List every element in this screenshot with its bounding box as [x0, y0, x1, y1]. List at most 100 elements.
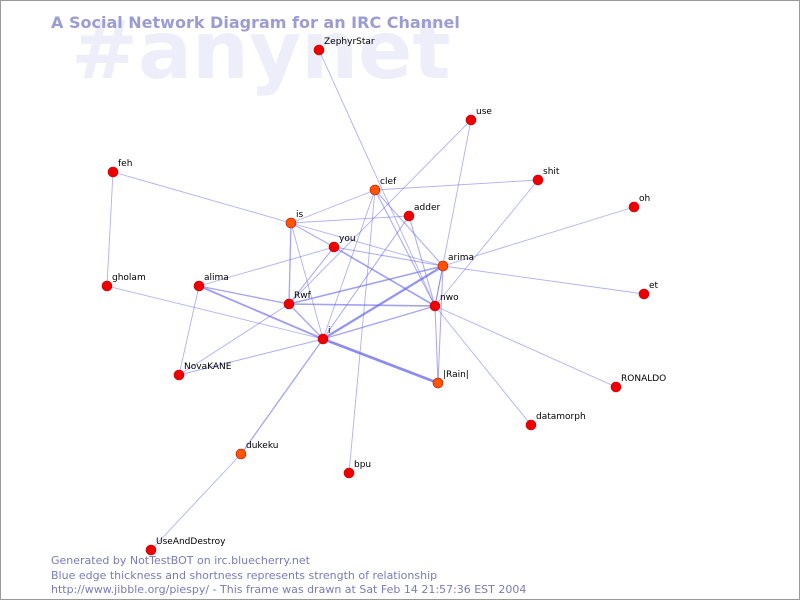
node-arima[interactable]: arima: [437, 253, 474, 272]
node-dukeku[interactable]: dukeku: [235, 441, 278, 460]
footer-frame-info: http://www.jibble.org/piespy/ - This fra…: [51, 583, 527, 596]
node-nwo[interactable]: nwo: [429, 293, 459, 312]
node-oh[interactable]: oh: [628, 194, 650, 213]
edge-use-nwo: [434, 119, 472, 307]
diagram-title: A Social Network Diagram for an IRC Chan…: [51, 13, 460, 32]
edge-clef-shit: [374, 179, 539, 191]
node-novakane[interactable]: NovaKANE: [173, 362, 232, 381]
node-dot-you[interactable]: [328, 241, 340, 253]
edge-shit-nwo: [434, 179, 539, 307]
edge-nwo-datamorph: [434, 305, 532, 426]
node-bpu[interactable]: bpu: [343, 460, 371, 479]
node-dot-is[interactable]: [285, 217, 297, 229]
node-alima[interactable]: alima: [193, 273, 229, 292]
node-label-zephyrstar: ZephyrStar: [324, 37, 375, 47]
node-label-dukeku: dukeku: [246, 441, 278, 451]
edge-clef-bpu: [348, 189, 376, 474]
edge-rwf-nwo: [288, 303, 436, 307]
edge-i-rain: [321, 337, 440, 385]
edge-i-arima: [321, 264, 445, 341]
node-dot-novakane[interactable]: [173, 369, 185, 381]
node-dot-et[interactable]: [638, 288, 650, 300]
node-i[interactable]: i: [317, 326, 331, 345]
edge-is-you: [290, 222, 335, 248]
edge-layer: [106, 49, 645, 551]
edge-clef-i: [322, 189, 376, 340]
node-rain[interactable]: |Rain|: [432, 370, 469, 389]
node-dot-oh[interactable]: [628, 201, 640, 213]
node-you[interactable]: you: [328, 234, 356, 253]
edge-zephyrstar-nwo: [318, 49, 436, 307]
node-label-datamorph: datamorph: [536, 412, 586, 422]
footer-generated-by: Generated by NotTestBOT on irc.bluecherr…: [51, 554, 310, 567]
edge-clef-arima: [374, 189, 444, 267]
node-dot-alima[interactable]: [193, 280, 205, 292]
node-et[interactable]: et: [638, 281, 659, 300]
node-label-rain: |Rain|: [443, 370, 469, 380]
node-dot-arima[interactable]: [437, 260, 449, 272]
node-dot-shit[interactable]: [532, 174, 544, 186]
node-label-you: you: [339, 234, 356, 244]
edge-is-clef: [290, 189, 376, 224]
node-gholam[interactable]: gholam: [101, 273, 146, 292]
node-dot-rain[interactable]: [432, 377, 444, 389]
node-label-shit: shit: [543, 167, 560, 177]
node-label-use: use: [476, 107, 492, 117]
node-dot-rwf[interactable]: [283, 298, 295, 310]
node-label-adder: adder: [414, 203, 440, 213]
node-ronaldo[interactable]: RONALDO: [610, 374, 666, 393]
node-label-clef: clef: [380, 177, 397, 187]
node-label-rwf: Rwf: [294, 291, 312, 301]
edge-alima-you: [198, 246, 335, 287]
node-dot-datamorph[interactable]: [525, 419, 537, 431]
edge-nwo-rain: [434, 305, 439, 384]
edge-dukeku-useanddestroy: [150, 453, 242, 551]
node-dot-useanddestroy[interactable]: [145, 544, 157, 556]
node-dot-feh[interactable]: [107, 166, 119, 178]
edge-use-rwf: [288, 119, 472, 305]
node-label-feh: feh: [118, 159, 132, 169]
node-label-alima: alima: [204, 273, 229, 283]
node-clef[interactable]: clef: [369, 177, 397, 196]
node-is[interactable]: is: [285, 210, 304, 229]
node-dot-gholam[interactable]: [101, 280, 113, 292]
node-feh[interactable]: feh: [107, 159, 132, 178]
edge-i-novakane: [178, 338, 324, 376]
node-shit[interactable]: shit: [532, 167, 560, 186]
node-adder[interactable]: adder: [403, 203, 440, 222]
node-dot-use[interactable]: [465, 114, 477, 126]
footer: Generated by NotTestBOT on irc.bluecherr…: [51, 554, 526, 598]
node-dot-nwo[interactable]: [429, 300, 441, 312]
edge-arima-rain: [437, 265, 444, 384]
node-dot-adder[interactable]: [403, 210, 415, 222]
node-label-nwo: nwo: [440, 293, 459, 303]
edge-alima-rwf: [198, 285, 290, 305]
edge-i-dukeku: [240, 338, 324, 455]
node-dot-bpu[interactable]: [343, 467, 355, 479]
node-label-is: is: [296, 210, 304, 220]
edge-adder-nwo: [408, 215, 436, 307]
edge-clef-nwo: [374, 189, 436, 307]
channel-watermark: #anynet: [71, 4, 451, 97]
node-dot-zephyrstar[interactable]: [313, 44, 325, 56]
node-use[interactable]: use: [465, 107, 492, 126]
node-dot-ronaldo[interactable]: [610, 381, 622, 393]
edge-adder-i: [322, 215, 410, 340]
edge-is-arima: [290, 222, 444, 267]
node-label-i: i: [328, 326, 331, 336]
edge-alima-novakane: [178, 285, 200, 376]
edge-you-nwo: [333, 246, 436, 307]
node-dot-dukeku[interactable]: [235, 448, 247, 460]
node-dot-i[interactable]: [317, 333, 329, 345]
edge-feh-gholam: [106, 171, 114, 287]
node-rwf[interactable]: Rwf: [283, 291, 312, 310]
node-label-ronaldo: RONALDO: [621, 374, 666, 384]
node-dot-clef[interactable]: [369, 184, 381, 196]
footer-legend-note: Blue edge thickness and shortness repres…: [51, 568, 438, 582]
edge-you-arima: [333, 246, 444, 267]
node-layer: ZephyrStar use feh clef shit oh is adder you arim…: [101, 37, 666, 556]
node-zephyrstar[interactable]: ZephyrStar: [313, 37, 375, 56]
edge-is-rwf: [288, 222, 292, 305]
node-useanddestroy[interactable]: UseAndDestroy: [145, 537, 226, 556]
node-datamorph[interactable]: datamorph: [525, 412, 586, 431]
